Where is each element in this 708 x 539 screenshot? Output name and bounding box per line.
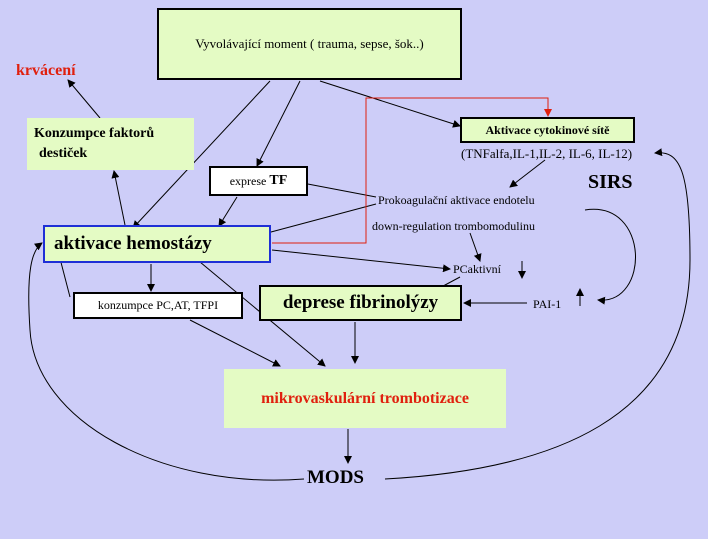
arrow-hemostasis-to-pc	[271, 249, 451, 273]
consumption-node: konzumpce PC,AT, TFPI	[73, 292, 243, 319]
trigger-node: Vyvolávající moment ( trauma, sepse, šok…	[157, 8, 462, 80]
arrow-trigger-to-hemostasis	[132, 80, 271, 229]
mods-label: MODS	[307, 467, 364, 488]
pc-active-label: PCaktivní	[453, 262, 502, 276]
arrow-trigger-to-tf	[256, 80, 301, 167]
arrow-sirs-to-pai	[584, 208, 637, 305]
platelet-consumption-node: Konzumpce faktorů destiček	[27, 118, 194, 170]
arrow-hemostasis-to-platelets	[111, 170, 126, 226]
microvascular-thrombosis-label: mikrovaskulární trombotizace	[261, 389, 469, 407]
platelet-consumption-line1: Konzumpce faktorů	[34, 126, 155, 141]
tf-expression-node: exprese TF	[209, 166, 308, 196]
arrow-mods-to-hemostasis	[28, 242, 305, 481]
trigger-label: Vyvolávající moment ( trauma, sepse, šok…	[195, 36, 424, 51]
consumption-label: konzumpce PC,AT, TFPI	[97, 298, 219, 312]
fibrinolysis-depression-node: deprese fibrinolýzy	[259, 285, 462, 321]
tf-expression-prefix: exprese	[229, 173, 267, 188]
pai-label: PAI-1	[533, 297, 562, 311]
arrow-hemostasis-to-cytokine-feedback	[272, 97, 552, 244]
bleeding-label: krvácení	[16, 62, 76, 79]
cytokine-activation-label: Aktivace cytokinové sítě	[485, 122, 610, 137]
cytokine-list-label: (TNFalfa,IL-1,IL-2, IL-6, IL-12)	[461, 146, 633, 161]
thrombomodulin-downregulation-label: down-regulation trombomodulinu	[372, 219, 535, 233]
arrow-cytokine-to-procoag	[509, 159, 546, 188]
procoagulant-activation-label: Prokoagulační aktivace endotelu	[378, 193, 535, 207]
arrow-trigger-to-cytokine	[319, 80, 461, 128]
hemostasis-activation-node: aktivace hemostázy	[43, 225, 271, 263]
arrow-mods-to-cytokine	[384, 148, 691, 480]
arrow-procoag-to-hemostasis	[255, 203, 377, 239]
arrow-consumption-to-micro	[189, 319, 281, 367]
platelet-consumption-line2: destiček	[39, 146, 88, 161]
hemostasis-activation-label: aktivace hemostázy	[54, 233, 212, 254]
arrow-platelets-to-bleeding	[67, 79, 101, 119]
sirs-label: SIRS	[588, 171, 633, 193]
arrow-downreg-to-pc	[469, 232, 482, 262]
microvascular-thrombosis-node: mikrovaskulární trombotizace	[224, 369, 506, 428]
cytokine-activation-node: Aktivace cytokinové sítě	[460, 117, 635, 143]
tf-expression-bold: TF	[269, 173, 288, 188]
arrow-tf-to-hemostasis	[218, 196, 238, 227]
fibrinolysis-depression-label: deprese fibrinolýzy	[282, 292, 439, 313]
